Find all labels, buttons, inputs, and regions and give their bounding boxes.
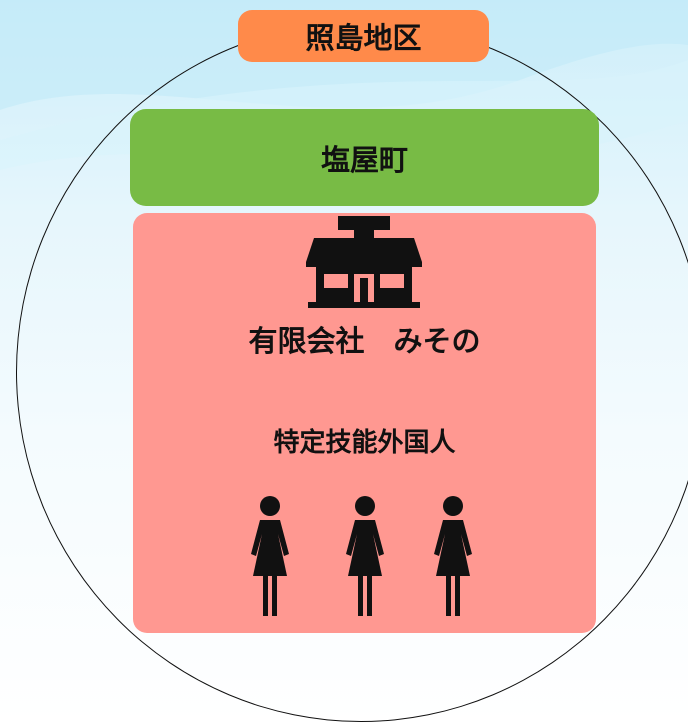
woman-icon — [251, 496, 289, 616]
workers-label: 特定技能外国人 — [273, 428, 456, 458]
district-label: 照島地区 — [238, 10, 489, 62]
shop-icon — [306, 216, 422, 308]
town-box: 塩屋町 — [130, 109, 599, 206]
woman-icon — [434, 496, 472, 616]
district-label-text: 照島地区 — [305, 21, 422, 55]
town-label: 塩屋町 — [320, 142, 408, 177]
woman-icon — [346, 496, 384, 616]
company-name: 有限会社 みその — [248, 324, 481, 358]
